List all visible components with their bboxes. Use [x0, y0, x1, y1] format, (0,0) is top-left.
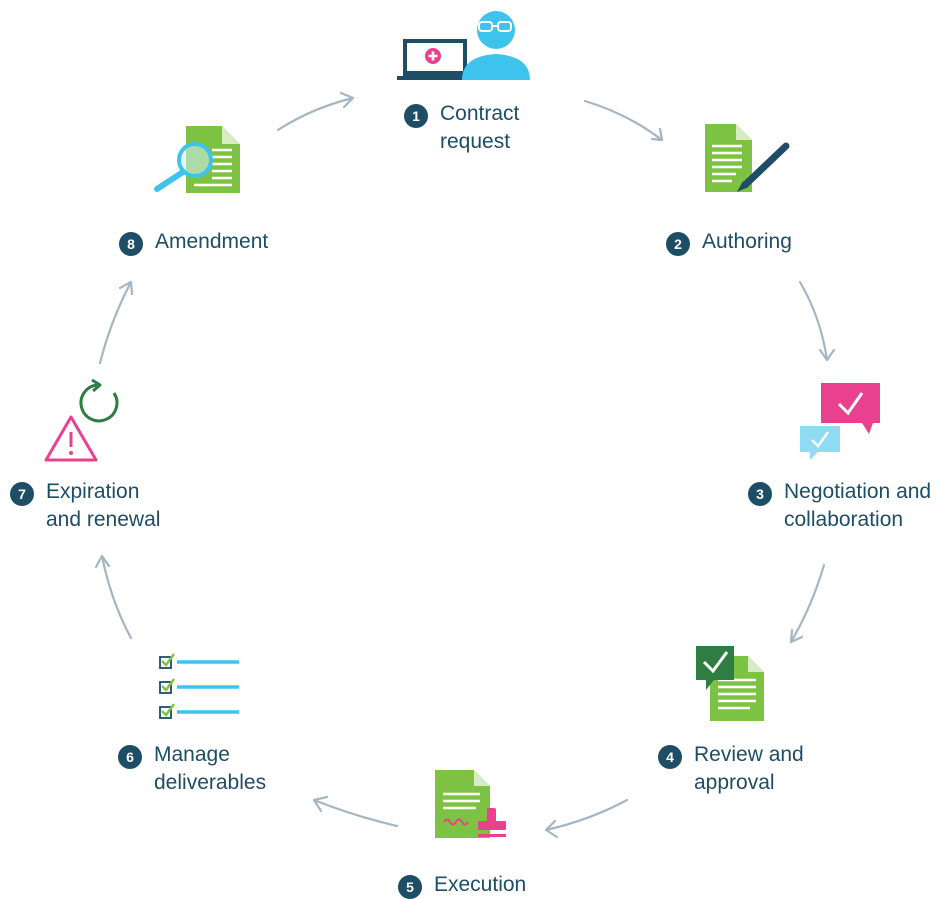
- arrow-8-to-1: [276, 91, 355, 132]
- step-label-line: Negotiation and: [784, 480, 932, 503]
- step-label-line: Review and: [694, 743, 804, 766]
- step-number-badge: 3: [748, 482, 772, 506]
- cycle-arrows: [94, 91, 836, 839]
- step-label: Review and approval: [694, 741, 804, 797]
- step-label: Manage deliverables: [154, 741, 266, 797]
- step-4: 4 Review and approval: [658, 741, 804, 797]
- document-pen-icon: [705, 124, 790, 192]
- step-number-badge: 4: [658, 745, 682, 769]
- arrow-3-to-4: [789, 563, 826, 644]
- step-label: Amendment: [155, 228, 268, 256]
- step-label-line: Authoring: [702, 230, 792, 253]
- step-label: Execution: [434, 871, 526, 899]
- step-label: Authoring: [702, 228, 792, 256]
- step-number-badge: 2: [666, 232, 690, 256]
- arrow-7-to-8: [98, 280, 134, 365]
- arrow-2-to-3: [798, 280, 836, 362]
- document-stamp-icon: [435, 770, 506, 838]
- step-label-line: and renewal: [46, 508, 161, 531]
- step-1: 1 Contract request: [404, 100, 519, 156]
- step-label: Contract request: [440, 100, 519, 156]
- step-label-line: deliverables: [154, 771, 267, 794]
- chat-bubbles-check-icon: [800, 383, 880, 460]
- step-number-badge: 7: [10, 482, 34, 506]
- step-number-badge: 1: [404, 104, 428, 128]
- step-6: 6 Manage deliverables: [118, 741, 266, 797]
- step-number-badge: 8: [119, 232, 143, 256]
- step-7: 7 Expiration and renewal: [10, 478, 160, 534]
- step-label-line: Amendment: [155, 230, 269, 253]
- arrow-1-to-2: [583, 99, 664, 142]
- step-label-line: Execution: [434, 873, 527, 896]
- step-label-line: collaboration: [784, 508, 904, 531]
- step-label-line: approval: [694, 771, 775, 794]
- step-3: 3 Negotiation and collaboration: [748, 478, 931, 534]
- arrow-4-to-5: [544, 798, 629, 839]
- user-laptop-icon: [397, 11, 530, 80]
- step-label-line: Expiration: [46, 480, 140, 503]
- step-label-line: Contract: [440, 102, 520, 125]
- document-magnifier-icon: [154, 126, 240, 193]
- arrow-6-to-7: [94, 554, 133, 640]
- step-label: Expiration and renewal: [46, 478, 160, 534]
- step-8: 8 Amendment: [119, 228, 268, 256]
- step-label-line: Manage: [154, 743, 230, 766]
- warning-refresh-icon: [44, 378, 119, 462]
- step-label-line: request: [440, 130, 511, 153]
- checklist-icon: [159, 653, 239, 719]
- document-check-icon: [696, 646, 764, 721]
- arrow-5-to-6: [312, 795, 399, 828]
- step-number-badge: 6: [118, 745, 142, 769]
- step-label: Negotiation and collaboration: [784, 478, 931, 534]
- step-2: 2 Authoring: [666, 228, 792, 256]
- step-number-badge: 5: [398, 875, 422, 899]
- step-5: 5 Execution: [398, 871, 526, 899]
